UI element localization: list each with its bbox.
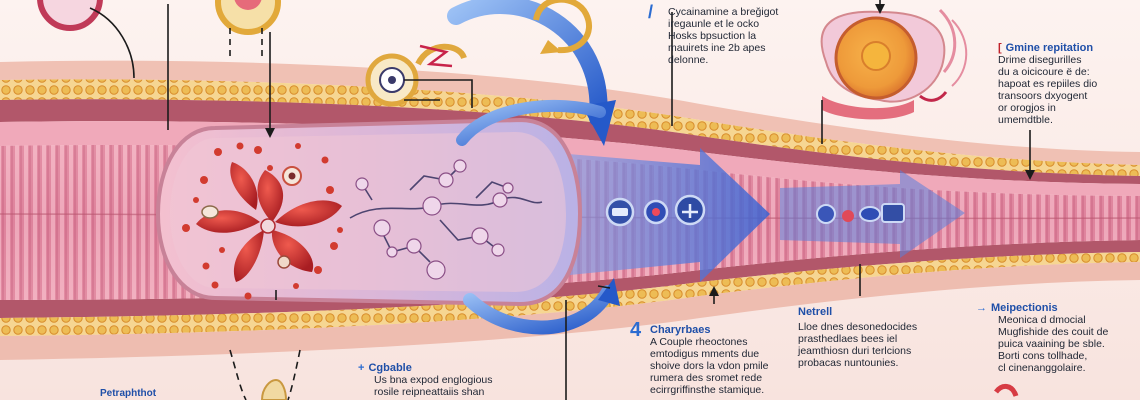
red-blood-cells [182, 142, 343, 300]
molecule-network [349, 165, 543, 263]
annotation-line: cl cinenanggolaire. [998, 362, 1086, 374]
annotation-line: puica vaaining be sble. [998, 338, 1105, 350]
annotation-top-right: [Gmine repitation Drime disegurilles du … [998, 42, 1097, 126]
yellow-cycle-icon [533, 0, 593, 54]
annotation-line: Mugfishide des couit de [998, 326, 1109, 338]
annotation-top-center: / Cycainamine a breğigot iregaunle et le… [648, 2, 779, 66]
annotation-line: rumera des sromet rede [650, 372, 763, 384]
annotation-title: → Meipectionis [976, 302, 1108, 314]
annotation-title: Charyrbaes [650, 324, 711, 336]
annotation-mid-center-right: Netrell Lloe dnes desonedocides prasthed… [798, 306, 917, 369]
annotation-line: Lloe dnes desonedocides [798, 321, 918, 333]
annotation-marker: / [648, 2, 654, 22]
annotation-line: transoors dxyogent [998, 90, 1088, 102]
annotation-line: delonne. [668, 54, 709, 66]
annotation-title-text: Meipectionis [991, 302, 1058, 314]
annotation-line: Us bna expod englogious [374, 374, 493, 386]
annotation-line: hapoat es repiiles dio [998, 78, 1098, 90]
annotation-line: emtodigus mments due [650, 348, 760, 360]
annotation-bottom-center: 4 Charyrbaes A Couple rheoctones emtodig… [630, 319, 769, 396]
annotation-title: Petraphthot [100, 388, 157, 399]
annotation-line: prasthedlaes bees iel [798, 333, 898, 345]
annotation-line: iregaunle et le ocko [668, 18, 760, 30]
pointer-arrows [265, 4, 1035, 296]
top-left-cell-icon [37, 0, 281, 35]
annotation-title: +Cgbable [358, 362, 493, 374]
annotation-marker: 4 [630, 319, 642, 341]
annotation-title: [Gmine repitation [998, 42, 1097, 54]
bottom-bulb-icon [260, 378, 288, 400]
annotation-mid-right: → Meipectionis Meonica d dmocial Mugfishi… [976, 302, 1108, 374]
annotation-line: Cycainamine a breğigot [668, 6, 779, 18]
receptor-icons [605, 194, 905, 227]
annotation-marker: + [358, 362, 365, 374]
annotation-line: Hosks bpsuction la [668, 30, 757, 42]
lipid-droplet-icon [365, 43, 467, 107]
leader-lines [89, 0, 1031, 400]
clot-cluster [196, 162, 342, 282]
annotation-line: ecirrgriffinsthe stamique. [650, 384, 765, 396]
annotation-line: Drime disegurilles [998, 54, 1082, 66]
annotation-line: umemdtble. [998, 114, 1053, 126]
annotation-line: rosile reipneattaiis shan [374, 386, 485, 398]
annotation-line: Meonica d dmocial [998, 314, 1086, 326]
annotation-title-text: Gmine repitation [1005, 42, 1094, 54]
annotation-marker: → [976, 302, 987, 314]
annotation-line: du a oicicoure ë de: [998, 66, 1090, 78]
annotation-marker: [ [998, 42, 1002, 54]
bottom-chevron-icon [994, 384, 1019, 397]
swirl-arrows [447, 0, 620, 335]
annotation-bottom-left-center: +Cgbable Us bna expod englogious rosile … [358, 362, 493, 398]
annotation-line: jeamthiosn duri terlcions [798, 345, 912, 357]
molecule-nodes [355, 159, 514, 280]
annotation-line: probacas nuntounies. [798, 357, 899, 369]
annotation-line: shoive dors la vdon pmile [650, 360, 769, 372]
annotation-line: or orogjos in [998, 102, 1056, 114]
capsule-probe [155, 117, 583, 307]
annotation-title-text: Cgbable [368, 362, 412, 374]
annotation-line: Borti cons tollhade, [998, 350, 1088, 362]
white-cells [201, 166, 302, 269]
annotation-bottom-left: Petraphthot [100, 388, 156, 400]
top-right-cell-icon [820, 8, 968, 120]
annotation-line: A Couple rheoctones [650, 336, 748, 348]
annotation-line: mauirets ine 2b apes [668, 42, 766, 54]
annotation-title: Netrell [798, 306, 833, 318]
